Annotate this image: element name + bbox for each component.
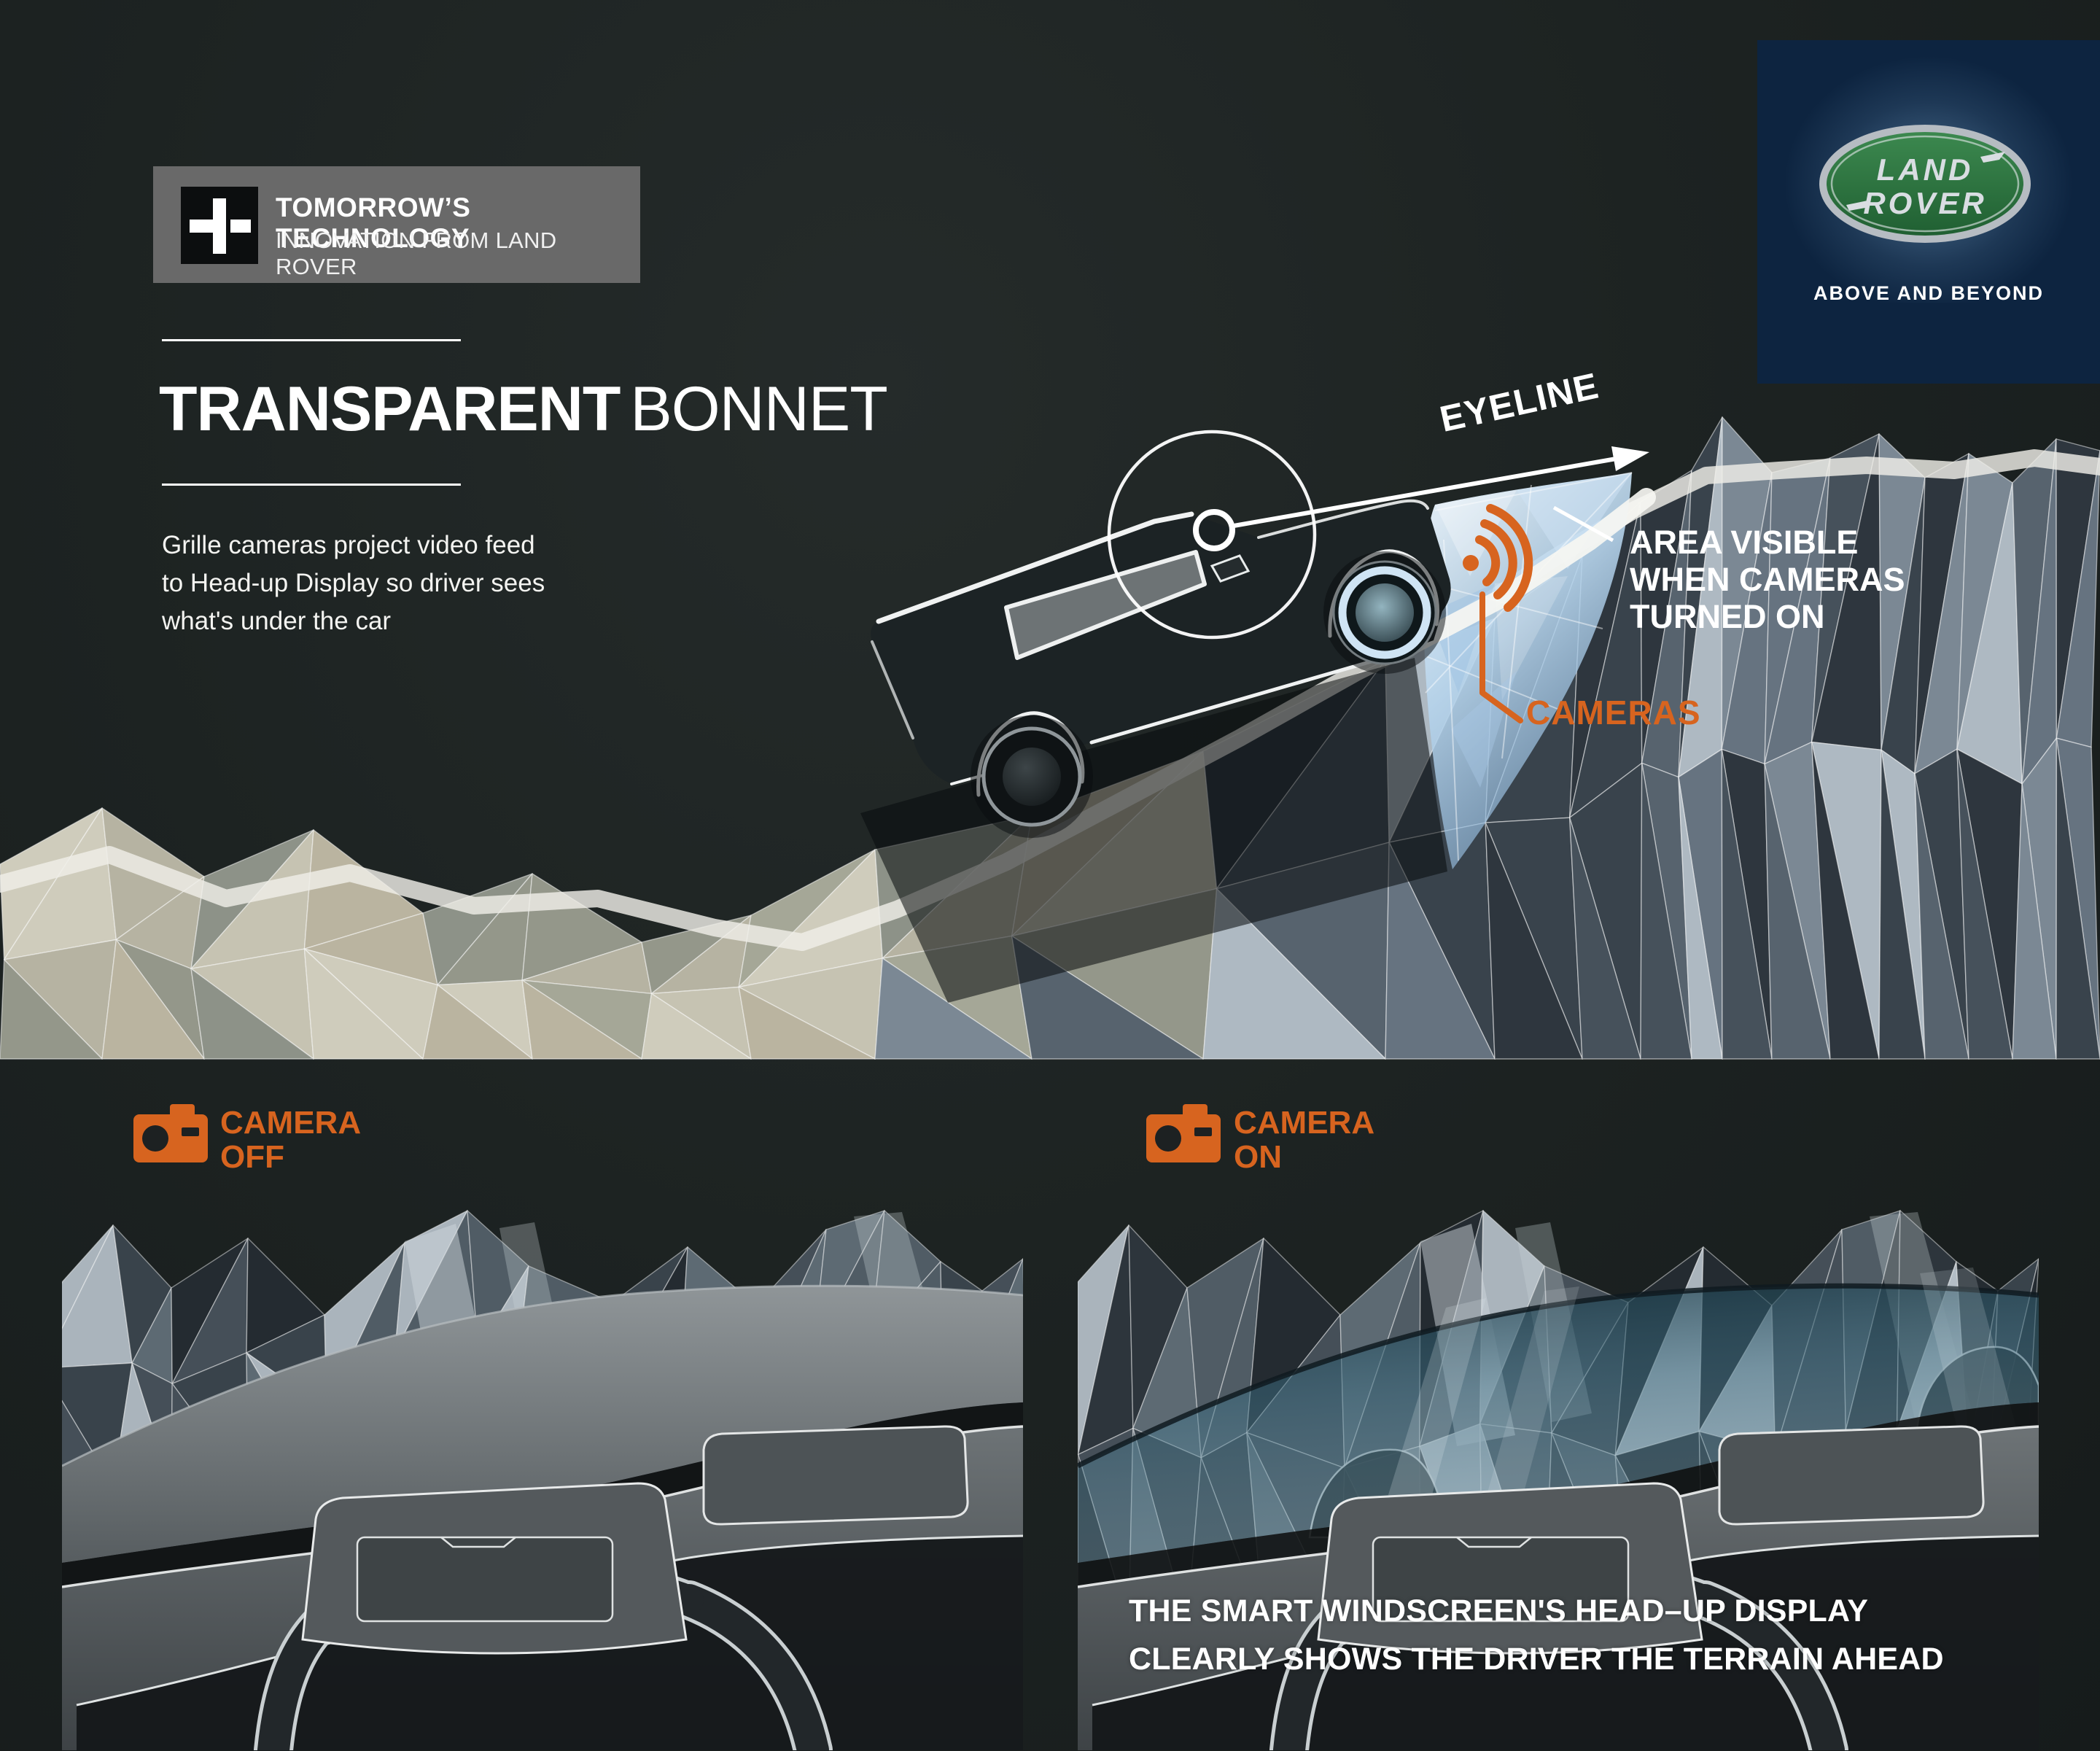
area-visible-line-2: WHEN CAMERAS [1630,561,1905,598]
hud-caption-line-2: CLEARLY SHOWS THE DRIVER THE TERRAIN AHE… [1129,1642,1944,1677]
camera-on-label: CAMERA ON [1234,1106,1374,1174]
plus-icon [181,187,258,264]
badge-title: TOMORROW’S TECHNOLOGY [276,193,471,253]
intro-line-2: to Head-up Display so driver sees [162,569,545,597]
area-visible-leader-line [1552,505,1614,543]
area-visible-line-3: TURNED ON [1630,598,1825,635]
hatch-outline [871,640,914,739]
area-visible-label: AREA VISIBLE WHEN CAMERAS TURNED ON [1630,524,1905,635]
rear-wheel [981,726,1082,827]
driver-eye-circle [1193,509,1235,551]
logo-dash-left [1846,200,1871,211]
camera-off-label: CAMERA OFF [220,1106,361,1174]
camera-off-line-1: CAMERA [220,1105,362,1141]
logo-word-rover: ROVER [1863,186,1986,220]
camera-icon [133,1104,208,1162]
camera-signal-icon [1463,504,1533,723]
cameras-leader-line [1479,591,1523,723]
camera-on-line-1: CAMERA [1234,1105,1375,1141]
tomorrows-technology-badge: TOMORROW’S TECHNOLOGY INNOVATION FROM LA… [153,166,640,283]
car-greenhouse [1004,550,1207,660]
intro-line-3: what's under the car [162,607,392,635]
title-rule-bottom [162,484,461,486]
glass-top-edge [1078,1283,2039,1469]
eyeline-arrow-shaft [1233,453,1638,528]
camera-icon [1146,1104,1221,1162]
eyeline-arrow-head [1611,446,1649,471]
camera-off-panel [62,1210,1023,1750]
car-shadow [860,658,1447,1003]
hud-caption-line-1: THE SMART WINDSCREEN'S HEAD–UP DISPLAY [1129,1593,1869,1628]
hud-caption: THE SMART WINDSCREEN'S HEAD–UP DISPLAY C… [1129,1587,1944,1683]
logo-word-land: LAND [1877,152,1974,187]
polygon-terrain-mesh [0,416,2100,1060]
badge-subtitle: INNOVATION FROM LAND ROVER [276,228,557,279]
bonnet-outline [1257,499,1429,539]
title-rule-top [162,339,461,341]
area-visible-line-1: AREA VISIBLE [1630,524,1859,561]
roof-outline [876,511,1194,624]
camera-on-line-2: ON [1234,1139,1282,1175]
side-mirror [1210,554,1251,583]
front-wheel [1332,560,1437,665]
intro-line-1: Grille cameras project video feed [162,531,535,559]
car-side-illustration [871,499,1451,838]
cameras-label: CAMERAS [1526,694,1701,731]
logo-tagline: ABOVE AND BEYOND [1813,282,2045,304]
title-bold: TRANSPARENT [159,374,621,444]
glass-sheen-bands [1375,1267,2018,1537]
logo-dash-right [1980,152,2005,163]
camera-off-line-2: OFF [220,1139,284,1175]
camera-on-panel [1078,1210,2039,1750]
land-rover-oval-logo: LAND ROVER [1819,125,2031,243]
sill-outline [1089,654,1391,745]
driver-head-circle [1107,430,1317,640]
intro-text: Grille cameras project video feed to Hea… [162,527,545,640]
title-light: BONNET [630,374,887,444]
land-rover-logo-panel: LAND ROVER ABOVE AND BEYOND [1757,40,2100,384]
